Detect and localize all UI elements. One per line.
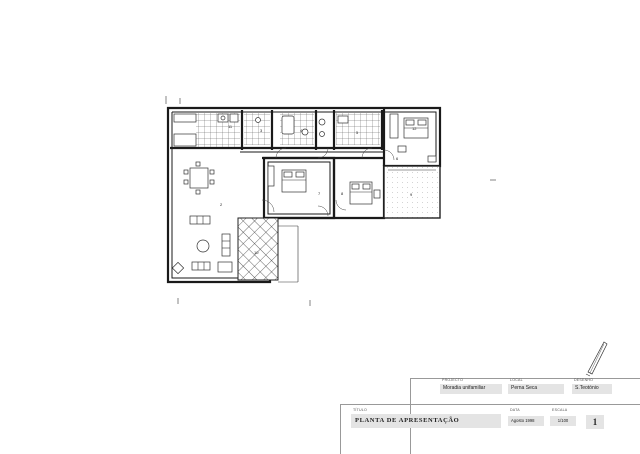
room-number: 6 xyxy=(396,156,399,161)
room-number: 10 xyxy=(254,250,259,255)
service-rooms xyxy=(240,110,384,150)
room-number: 4 xyxy=(300,128,303,133)
doors xyxy=(261,147,395,217)
room-number: 7 xyxy=(318,191,321,196)
room-number: 11 xyxy=(228,124,233,129)
master-bedroom xyxy=(382,108,437,166)
pen-nib-icon xyxy=(585,341,608,377)
kitchen xyxy=(170,113,242,150)
bedroom-middle-right xyxy=(332,158,381,218)
room-number: 3 xyxy=(260,128,263,133)
living-dining xyxy=(171,161,233,275)
room-labels: 2 3 4 5 6 7 8 9 10 11 12 xyxy=(220,124,417,255)
terrace xyxy=(383,165,441,219)
room-number: 2 xyxy=(220,202,223,207)
room-number: 8 xyxy=(341,191,344,196)
bedroom-middle-left xyxy=(262,156,336,220)
room-number: 9 xyxy=(410,192,413,197)
dimension-ticks xyxy=(165,96,496,306)
room-number: 12 xyxy=(412,126,417,131)
room-number: 5 xyxy=(356,130,359,135)
porch xyxy=(237,217,299,283)
